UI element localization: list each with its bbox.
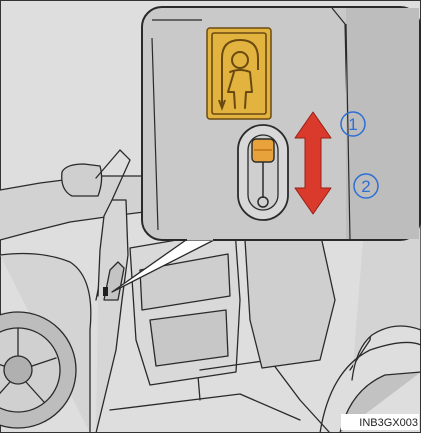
lock-lever-icon [238, 125, 288, 220]
step-marker-1-number: 1 [348, 115, 357, 134]
side-mirror [62, 164, 102, 196]
door-pocket [150, 310, 228, 366]
image-code: INB3GX003 [359, 417, 418, 429]
step-marker-2-number: 2 [361, 177, 370, 196]
door-lock-lever-small [103, 287, 108, 296]
sticker-plate [207, 28, 271, 119]
child-lock-sticker-icon [207, 28, 271, 119]
detail-inset: 1 2 [142, 7, 420, 240]
rear-seat [245, 232, 335, 368]
front-wheel-hub [4, 356, 32, 384]
